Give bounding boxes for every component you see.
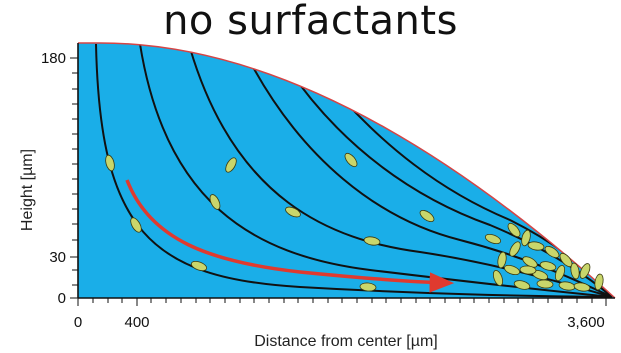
particle [594,273,604,291]
particle [492,269,504,287]
particle [344,152,358,168]
x-tick-label-3600: 3,600 [567,314,605,331]
y-tick-label-180: 180 [41,50,66,67]
particle [130,217,142,233]
particle [509,241,521,257]
particle [527,241,545,251]
particle [513,280,531,290]
y-tick-label-30: 30 [49,249,66,266]
particle [519,265,537,275]
particle [536,279,554,289]
particle [579,263,591,279]
particle [539,261,557,271]
particle [521,229,531,247]
x-axis-label: Distance from center [µm] [254,333,438,350]
particle [570,262,580,280]
streamline [95,43,613,298]
particle [285,206,301,218]
particle [225,157,237,173]
x-tick-label-0: 0 [74,314,82,331]
droplet-surface [78,42,616,299]
particle [544,245,560,259]
streamline [139,43,613,298]
particle [497,251,507,269]
particle [573,282,591,292]
flow-arrow [125,179,455,293]
particle [507,222,521,238]
particle [419,209,435,223]
particle [359,282,377,292]
particle [105,154,115,172]
y-axis-label: Height [µm] [19,149,36,231]
diagram-title: no surfactants [163,0,458,44]
y-tick-label-0: 0 [58,290,66,307]
particle [503,264,521,276]
x-tick-label-400: 400 [124,314,149,331]
particle [190,260,208,272]
streamline [189,47,613,298]
particle [209,194,221,210]
particle [554,264,566,282]
particle [522,256,538,268]
particle [484,233,502,245]
streamline [244,51,613,298]
particle [363,236,381,246]
